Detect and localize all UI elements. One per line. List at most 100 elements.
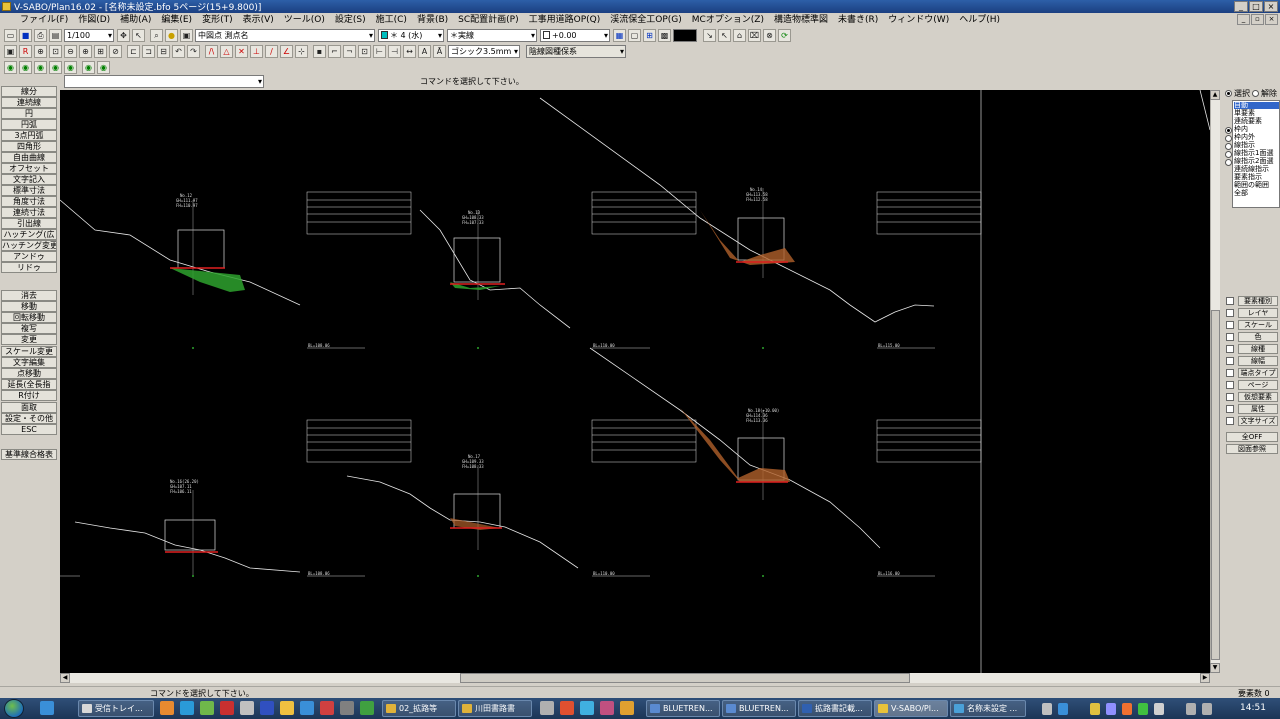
sabo-tool-6-icon[interactable]: ◉ (82, 61, 95, 74)
linetype-select[interactable]: ＊実線 (447, 29, 537, 42)
filter-checkbox[interactable] (1226, 333, 1234, 341)
tray-icon-3[interactable] (1122, 703, 1132, 715)
text-style-icon[interactable]: A (418, 45, 431, 58)
tray-icon-2[interactable] (1106, 703, 1116, 715)
tray-icon-1[interactable] (1090, 703, 1100, 715)
menu-road-op[interactable]: 工事用道路OP(Q) (528, 15, 601, 25)
zoom-extent-icon[interactable]: ⊞ (94, 45, 107, 58)
list-item[interactable]: 連続要素 (1234, 117, 1262, 125)
filter-element-type-button[interactable]: 要素種別 (1238, 296, 1278, 306)
release-mode-radio[interactable]: 解除 (1252, 88, 1277, 99)
snap-point-icon[interactable]: ▣ (4, 45, 17, 58)
sabo-tool-4-icon[interactable]: ◉ (49, 61, 62, 74)
menu-background[interactable]: 背景(B) (416, 15, 449, 25)
cmd-chamfer[interactable]: 面取 (1, 402, 57, 413)
list-item[interactable]: 線指示1面選 (1234, 149, 1274, 157)
menu-standard-drawings[interactable]: 構造物標準図 (774, 15, 829, 25)
filter-color-button[interactable]: 色 (1238, 332, 1278, 342)
layer-select[interactable]: 中図点 測点名 (195, 29, 375, 42)
refresh-icon[interactable]: ⟳ (778, 29, 791, 42)
redo-icon[interactable]: ↷ (187, 45, 200, 58)
ie-icon[interactable] (40, 701, 54, 715)
input-mode-icon[interactable] (1058, 703, 1068, 715)
cmd-text-edit[interactable]: 文字編集 (1, 357, 57, 368)
slope-icon[interactable]: /\ (205, 45, 218, 58)
maximize-button[interactable]: □ (1249, 1, 1263, 12)
scale-select[interactable]: 1/100 (64, 29, 114, 42)
app-icon-11[interactable] (360, 701, 374, 715)
app-icon-2[interactable] (180, 701, 194, 715)
perpendicular-icon[interactable]: ⊥ (250, 45, 263, 58)
cmd-rectangle[interactable]: 四角形 (1, 141, 57, 152)
taskbar-item-word[interactable]: 拡路書記載... (798, 700, 872, 717)
pick-icon[interactable]: ↖ (132, 29, 145, 42)
filter-virtual-button[interactable]: 仮想要素 (1238, 392, 1278, 402)
app-icon-13[interactable] (560, 701, 574, 715)
mdi-close-button[interactable]: × (1265, 14, 1278, 25)
pointer-icon[interactable]: ↘ (703, 29, 716, 42)
taskbar-item-bluetren-1[interactable]: BLUETREN... (646, 700, 720, 717)
dimension-icon[interactable]: ↔ (403, 45, 416, 58)
clock[interactable]: 14:51 (1240, 703, 1266, 713)
filter-checkbox[interactable] (1226, 369, 1234, 377)
menu-edit[interactable]: 編集(E) (161, 15, 193, 25)
app-icon-3[interactable] (200, 701, 214, 715)
cmd-erase[interactable]: 消去 (1, 290, 57, 301)
select-icon[interactable]: ↖ (718, 29, 731, 42)
filter-layer-button[interactable]: レイヤ (1238, 308, 1278, 318)
intersect-icon[interactable]: ✕ (235, 45, 248, 58)
block-icon[interactable]: ▪ (313, 45, 326, 58)
cmd-copy[interactable]: 複写 (1, 323, 57, 334)
menu-draw[interactable]: 作図(D) (78, 15, 111, 25)
taskbar-item-untitled[interactable]: 名称未設定 ... (950, 700, 1026, 717)
filter-checkbox[interactable] (1226, 405, 1234, 413)
horizontal-scrollbar[interactable]: ◀ ▶ (60, 673, 1210, 683)
menu-transform[interactable]: 変形(T) (202, 15, 233, 25)
scroll-right-icon[interactable]: ▶ (1200, 673, 1210, 683)
cmd-circle[interactable]: 円 (1, 108, 57, 119)
stretch-icon[interactable]: ⊡ (358, 45, 371, 58)
cmd-dimension[interactable]: 標準寸法 (1, 185, 57, 196)
scroll-up-icon[interactable]: ▲ (1210, 90, 1220, 100)
cmd-baseline-table[interactable]: 基準線合格表 (1, 449, 57, 460)
command-combo[interactable] (64, 75, 264, 88)
taskbar-item-bluetren-2[interactable]: BLUETREN... (722, 700, 796, 717)
page-icon[interactable]: ▢ (628, 29, 641, 42)
cmd-move[interactable]: 移動 (1, 301, 57, 312)
open-icon[interactable]: ▭ (4, 29, 17, 42)
cmd-redo[interactable]: リドゥ (1, 262, 57, 273)
start-button[interactable] (4, 699, 24, 718)
taskbar-item-inbox[interactable]: 受信トレイ... (78, 700, 154, 717)
cmd-3point-arc[interactable]: 3点円弧 (1, 130, 57, 141)
cmd-fillet[interactable]: R付け (1, 390, 57, 401)
list-item[interactable]: 線指示 (1234, 141, 1255, 149)
mdi-minimize-button[interactable]: _ (1237, 14, 1250, 25)
tray-icon-5[interactable] (1154, 703, 1164, 715)
detach-icon[interactable]: ¬ (343, 45, 356, 58)
cmd-polyline[interactable]: 連続線 (1, 97, 57, 108)
zoom-all-icon[interactable]: ⊡ (49, 45, 62, 58)
filter-checkbox[interactable] (1226, 381, 1234, 389)
cmd-settings-other[interactable]: 設定・その他 (1, 413, 57, 424)
filter-endpoint-button[interactable]: 端点タイプ (1238, 368, 1278, 378)
filter-lineweight-button[interactable]: 線幅 (1238, 356, 1278, 366)
app-icon-9[interactable] (320, 701, 334, 715)
app-icon-16[interactable] (620, 701, 634, 715)
app-icon-7[interactable] (280, 701, 294, 715)
app-icon-1[interactable] (160, 701, 174, 715)
pan-icon[interactable]: ✥ (117, 29, 130, 42)
drawing-canvas[interactable]: No.12 GH=111.97 FH=110.97 BL=108.06 No.1… (60, 90, 1210, 673)
sabo-tool-3-icon[interactable]: ◉ (34, 61, 47, 74)
triangle-icon[interactable]: △ (220, 45, 233, 58)
attach-icon[interactable]: ⌐ (328, 45, 341, 58)
rp-icon[interactable]: R (19, 45, 32, 58)
font-select[interactable]: ゴシック3.5mm (448, 45, 520, 58)
list-item[interactable]: 枠内 (1234, 125, 1248, 133)
drawing-reference-button[interactable]: 図面参照 (1226, 444, 1278, 454)
cmd-angle-dimension[interactable]: 角度寸法 (1, 196, 57, 207)
cmd-extend[interactable]: 延長(全長指 (1, 379, 57, 390)
hide-icon[interactable]: ⊗ (763, 29, 776, 42)
list-item[interactable]: 要素指示 (1234, 173, 1262, 181)
zoom-previous-icon[interactable]: ⊘ (109, 45, 122, 58)
app-icon-4[interactable] (220, 701, 234, 715)
